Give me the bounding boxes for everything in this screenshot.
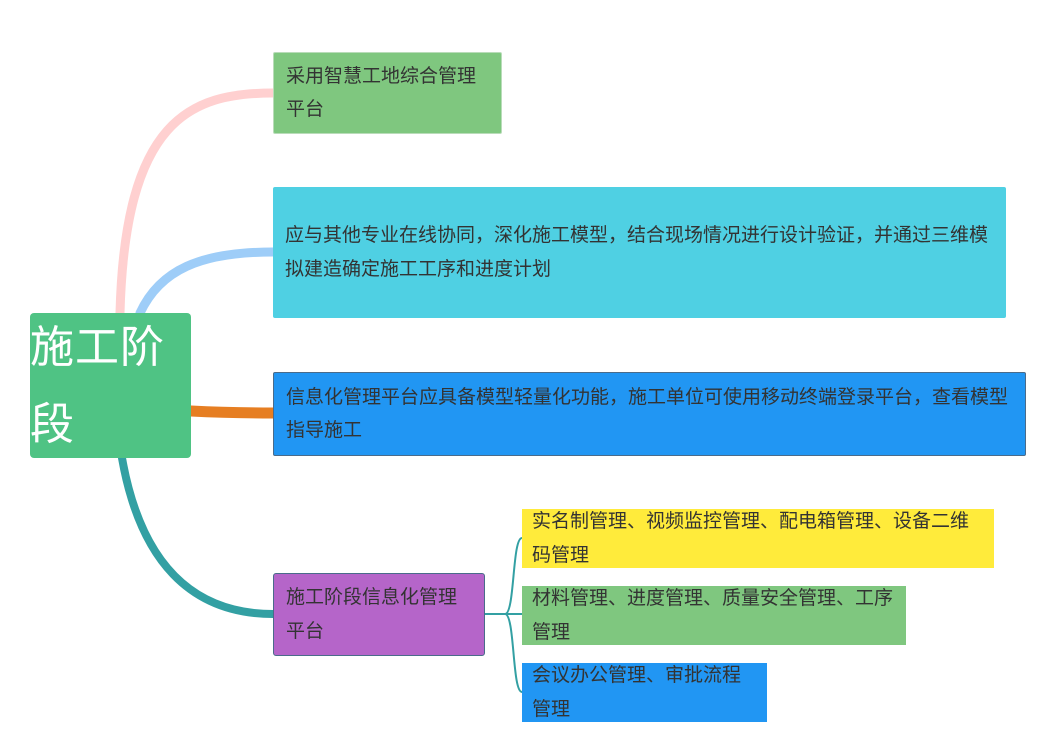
branch-label-4: 施工阶段信息化管理平台	[286, 586, 458, 642]
connector-branch-2	[135, 247, 278, 318]
child-node-1[interactable]: 实名制管理、视频监控管理、配电箱管理、设备二维码管理	[522, 509, 994, 568]
root-node[interactable]: 施工阶段	[30, 313, 191, 458]
child-node-2[interactable]: 材料管理、进度管理、质量安全管理、工序管理	[522, 586, 906, 645]
connector-child-1	[485, 537, 523, 615]
branch-node-4[interactable]: 施工阶段信息化管理平台	[273, 573, 485, 656]
child-label-2: 材料管理、进度管理、质量安全管理、工序管理	[532, 587, 894, 643]
connector-branch-4	[118, 454, 277, 618]
branch-label-1: 采用智慧工地综合管理平台	[286, 64, 477, 120]
branch-node-2[interactable]: 应与其他专业在线协同，深化施工模型，结合现场情况进行设计验证，并通过三维模拟建造…	[273, 187, 1006, 318]
child-node-3[interactable]: 会议办公管理、审批流程管理	[522, 663, 767, 722]
root-label: 施工阶段	[30, 321, 165, 450]
branch-label-3: 信息化管理平台应具备模型轻量化功能，施工单位可使用移动终端登录平台，查看模型指导…	[286, 385, 1009, 441]
child-label-3: 会议办公管理、审批流程管理	[532, 664, 742, 720]
connector-child-3	[485, 613, 523, 693]
child-label-1: 实名制管理、视频监控管理、配电箱管理、设备二维码管理	[532, 510, 970, 566]
branch-node-1[interactable]: 采用智慧工地综合管理平台	[273, 52, 502, 134]
branch-label-2: 应与其他专业在线协同，深化施工模型，结合现场情况进行设计验证，并通过三维模拟建造…	[285, 224, 989, 280]
connector-branch-1	[115, 88, 278, 318]
branch-node-3[interactable]: 信息化管理平台应具备模型轻量化功能，施工单位可使用移动终端登录平台，查看模型指导…	[273, 372, 1026, 456]
connector-branch-3	[185, 405, 279, 419]
